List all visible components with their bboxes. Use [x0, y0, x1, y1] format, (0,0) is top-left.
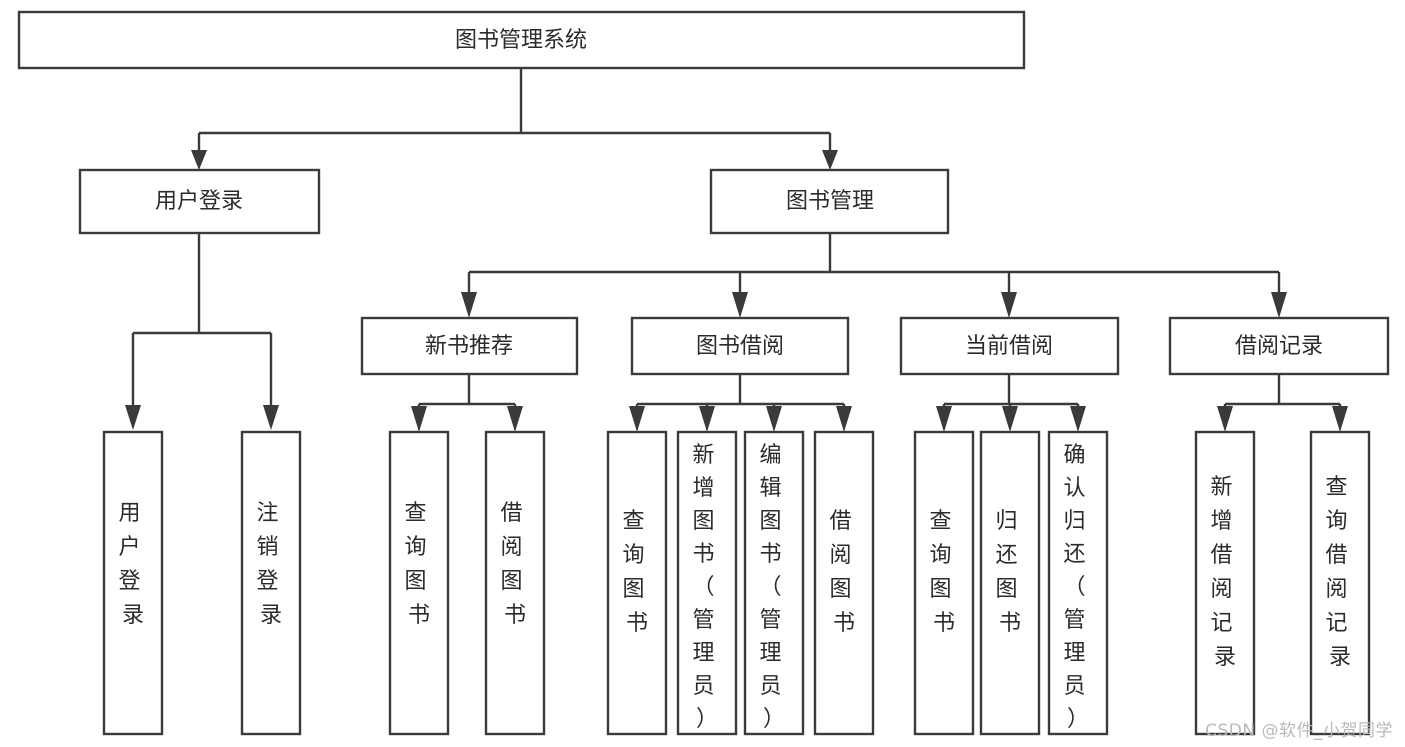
arrowhead-nbr-leaf-1: [411, 406, 427, 432]
leaf-bb-query-book-label: 查 询 图 书: [622, 509, 651, 636]
arrowhead-new-book-rec: [461, 292, 477, 318]
leaf-nbr-query-book-label: 查 询 图 书: [404, 501, 433, 628]
leaf-bb-borrow-book[interactable]: 借 阅 图 书: [813, 430, 875, 736]
node-borrow-record[interactable]: 借阅记录: [1168, 316, 1390, 376]
arrowhead-bb-leaf-2: [699, 406, 715, 432]
leaf-bb-add-book-admin-label: 新 增 图 书 （ 管 理 员 ）: [692, 443, 721, 732]
leaf-cb-query-book-box: [913, 430, 975, 736]
leaf-bb-edit-book-admin[interactable]: 编 辑 图 书 （ 管 理 员 ）: [743, 430, 805, 736]
node-book-borrow-box: [630, 316, 850, 376]
arrowhead-bb-leaf-1: [629, 406, 645, 432]
node-user-login-box: [78, 168, 321, 235]
arrowhead-bb-leaf-4: [836, 406, 852, 432]
leaf-nbr-query-book-box: [388, 430, 450, 736]
node-new-book-recommend[interactable]: 新书推荐: [360, 316, 579, 376]
leaf-cb-confirm-return-admin-label: 确 认 归 还 （ 管 理 员 ）: [1063, 443, 1092, 732]
leaf-user-logout-label: 注 销 登 录: [256, 501, 285, 628]
node-root-box: [17, 10, 1026, 70]
leaf-bb-borrow-book-box: [813, 430, 875, 736]
arrowhead-current-borrow: [1001, 292, 1017, 318]
leaf-nbr-borrow-book[interactable]: 借 阅 图 书: [484, 430, 546, 736]
node-book-borrow-label: 图书借阅: [696, 334, 784, 359]
leaf-bb-edit-book-admin-box: [743, 430, 805, 736]
leaf-bb-query-book-box: [606, 430, 668, 736]
leaf-cb-return-book-box: [979, 430, 1041, 736]
leaf-cb-return-book-label: 归 还 图 书: [995, 509, 1024, 636]
arrowhead-br-leaf-2: [1332, 406, 1348, 432]
leaf-bb-query-book[interactable]: 查 询 图 书: [606, 430, 668, 736]
node-book-management-label: 图书管理: [786, 189, 874, 214]
leaf-br-add-record[interactable]: 新 增 借 阅 记 录: [1194, 430, 1256, 736]
leaf-bb-add-book-admin[interactable]: 新 增 图 书 （ 管 理 员 ）: [676, 430, 738, 736]
leaf-nbr-borrow-book-label: 借 阅 图 书: [500, 501, 529, 628]
leaf-br-query-record-box: [1309, 430, 1371, 736]
node-root-book-management-system[interactable]: 图书管理系统: [17, 10, 1026, 70]
node-current-borrow[interactable]: 当前借阅: [899, 316, 1120, 376]
arrowhead-borrow-record: [1271, 292, 1287, 318]
leaf-br-add-record-box: [1194, 430, 1256, 736]
node-current-borrow-label: 当前借阅: [965, 334, 1053, 359]
arrowhead-leaf-user-logout: [263, 405, 279, 430]
arrowhead-cb-leaf-1: [936, 406, 952, 432]
leaf-br-query-record-label: 查 询 借 阅 记 录: [1325, 475, 1354, 670]
node-book-borrow[interactable]: 图书借阅: [630, 316, 850, 376]
leaf-user-logout-box: [240, 430, 302, 736]
leaf-bb-add-book-admin-box: [676, 430, 738, 736]
node-book-management-box: [709, 168, 950, 235]
leaf-cb-confirm-return-admin-box: [1047, 430, 1109, 736]
leaf-cb-query-book-label: 查 询 图 书: [929, 509, 958, 636]
node-book-management[interactable]: 图书管理: [709, 168, 950, 235]
arrowhead-book-mgmt: [822, 150, 838, 170]
leaf-user-login[interactable]: 用 户 登 录: [102, 430, 164, 736]
leaf-nbr-query-book[interactable]: 查 询 图 书: [388, 430, 450, 736]
arrowhead-user-login: [191, 150, 207, 170]
leaf-nbr-borrow-book-box: [484, 430, 546, 736]
leaf-user-login-box: [102, 430, 164, 736]
leaf-bb-borrow-book-label: 借 阅 图 书: [829, 509, 858, 636]
csdn-watermark: CSDN @软件_小贺同学: [1205, 721, 1393, 741]
node-borrow-record-label: 借阅记录: [1235, 334, 1323, 359]
arrowhead-br-leaf-1: [1217, 406, 1233, 432]
leaf-cb-return-book[interactable]: 归 还 图 书: [979, 430, 1041, 736]
leaf-cb-query-book[interactable]: 查 询 图 书: [913, 430, 975, 736]
node-new-book-recommend-label: 新书推荐: [425, 334, 513, 359]
leaf-br-add-record-label: 新 增 借 阅 记 录: [1210, 475, 1239, 670]
arrowhead-bb-leaf-3: [766, 406, 782, 432]
node-new-book-recommend-box: [360, 316, 579, 376]
node-borrow-record-box: [1168, 316, 1390, 376]
leaf-cb-confirm-return-admin[interactable]: 确 认 归 还 （ 管 理 员 ）: [1047, 430, 1109, 736]
leaf-br-query-record[interactable]: 查 询 借 阅 记 录: [1309, 430, 1371, 736]
arrowhead-nbr-leaf-2: [507, 406, 523, 432]
leaf-user-login-label: 用 户 登 录: [118, 501, 147, 628]
connector-layer: [125, 68, 1348, 432]
node-user-login[interactable]: 用户登录: [78, 168, 321, 235]
arrowhead-book-borrow: [732, 292, 748, 318]
node-current-borrow-box: [899, 316, 1120, 376]
arrowhead-cb-leaf-3: [1070, 406, 1086, 432]
node-user-login-label: 用户登录: [155, 189, 243, 214]
arrowhead-leaf-user-login: [125, 405, 141, 430]
node-root-label: 图书管理系统: [455, 28, 587, 53]
arrowhead-cb-leaf-2: [1002, 406, 1018, 432]
leaf-bb-edit-book-admin-label: 编 辑 图 书 （ 管 理 员 ）: [759, 443, 788, 732]
leaf-user-logout[interactable]: 注 销 登 录: [240, 430, 302, 736]
